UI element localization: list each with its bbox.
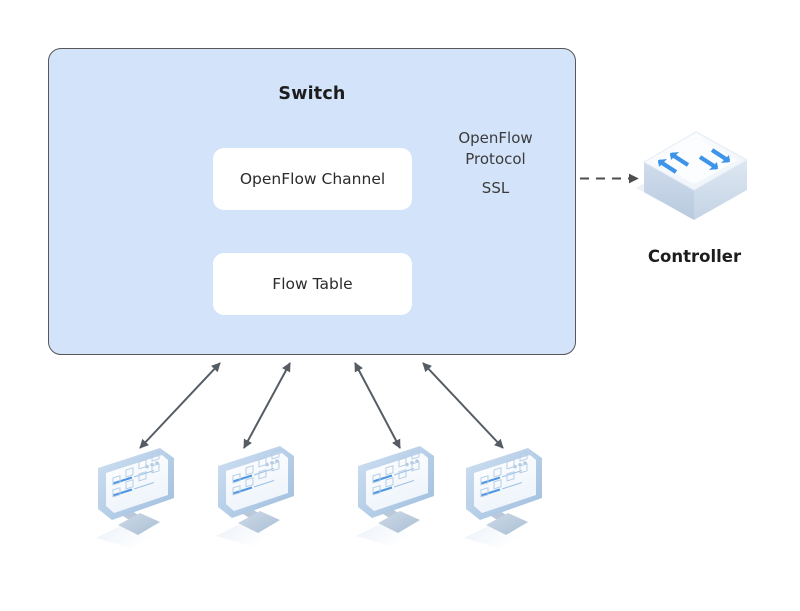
- monitor-graphic: [96, 448, 174, 548]
- switch-label: Switch: [278, 84, 346, 104]
- openflow-channel-block: OpenFlow Channel: [213, 148, 412, 210]
- monitor-floor-shadow: [96, 525, 156, 548]
- host-link-1: [139, 362, 221, 449]
- monitor-content-faint-lines: [133, 469, 155, 490]
- monitor-base: [486, 513, 528, 535]
- monitor-base: [238, 511, 280, 533]
- monitor-base: [378, 511, 420, 533]
- monitor-content-faint-lines: [501, 469, 523, 490]
- ssl-label: SSL: [481, 179, 510, 197]
- monitor-stand: [243, 509, 260, 519]
- monitor-graphic: [464, 448, 542, 548]
- monitor-content-lines: [372, 474, 393, 495]
- openflow-channel-label: OpenFlow Channel: [239, 170, 386, 188]
- controller-left-face: [644, 162, 694, 220]
- monitor-content-cells: [112, 451, 160, 498]
- controller-device-icon: [636, 131, 749, 220]
- host-link-4: [422, 362, 504, 449]
- monitor-graphic: [356, 446, 434, 546]
- host-4-monitor-icon: [464, 448, 542, 548]
- host-link-2: [243, 362, 291, 449]
- controller-right-face: [694, 160, 747, 220]
- monitor-floor-shadow: [216, 523, 276, 546]
- controller-traffic-arrowheads: [658, 152, 730, 170]
- host-1-monitor-icon: [96, 448, 174, 548]
- monitor-content-cells: [232, 449, 280, 496]
- monitor-content-lines: [112, 476, 133, 497]
- monitor-stand: [383, 509, 400, 519]
- monitor-stand: [123, 511, 140, 521]
- flow-table-label: Flow Table: [272, 275, 353, 293]
- monitor-content-faint-lines: [393, 467, 415, 488]
- monitor-content-faint-lines: [253, 467, 275, 488]
- monitor-floor-shadow: [356, 523, 416, 546]
- monitor-content-cells: [480, 451, 528, 498]
- openflow-protocol-label-line2: Protocol: [465, 150, 526, 168]
- host-2-monitor-icon: [216, 446, 294, 546]
- monitor-stand: [491, 511, 508, 521]
- monitor-graphic: [216, 446, 294, 546]
- monitor-base: [118, 513, 160, 535]
- host-3-monitor-icon: [356, 446, 434, 546]
- host-link-3: [354, 362, 401, 449]
- monitor-content-lines: [232, 474, 253, 495]
- openflow-protocol-label: OpenFlow Protocol: [437, 128, 554, 170]
- openflow-protocol-label-line1: OpenFlow: [458, 129, 533, 147]
- monitor-content-lines: [480, 476, 501, 497]
- controller-label: Controller: [647, 247, 742, 266]
- flow-table-block: Flow Table: [213, 253, 412, 315]
- monitor-content-cells: [372, 449, 420, 496]
- monitor-floor-shadow: [464, 525, 524, 548]
